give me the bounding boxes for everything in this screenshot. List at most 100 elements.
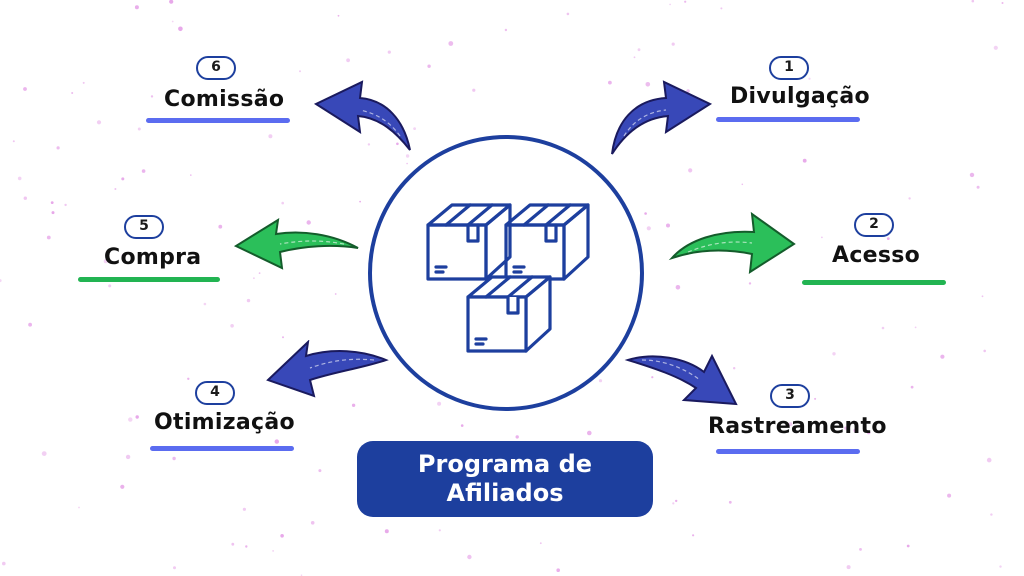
arrow-to-acesso bbox=[668, 211, 796, 274]
step-1-underline bbox=[716, 117, 860, 122]
speckle-dot bbox=[334, 293, 337, 295]
arrow-to-comissao bbox=[313, 80, 411, 151]
speckle-dot bbox=[173, 566, 176, 570]
arrow-to-divulgacao bbox=[611, 80, 713, 155]
speckle-dot bbox=[384, 529, 389, 534]
speckle-dot bbox=[187, 377, 190, 380]
speckle-dot bbox=[231, 542, 235, 546]
speckle-dot bbox=[983, 349, 986, 353]
speckle-dot bbox=[272, 550, 274, 552]
step-6-label: Comissão bbox=[164, 87, 285, 112]
speckle-dot bbox=[644, 212, 647, 215]
speckle-dot bbox=[886, 237, 890, 241]
speckle-dot bbox=[986, 457, 992, 463]
speckle-dot bbox=[646, 226, 651, 231]
speckle-dot bbox=[128, 417, 133, 422]
speckle-dot bbox=[51, 211, 55, 215]
speckle-dot bbox=[135, 415, 139, 419]
speckle-dot bbox=[808, 77, 811, 80]
speckle-dot bbox=[367, 143, 371, 146]
speckle-dot bbox=[172, 456, 176, 461]
speckle-dot bbox=[684, 0, 687, 3]
speckle-dot bbox=[438, 529, 441, 532]
speckle-dot bbox=[82, 81, 85, 84]
speckle-dot bbox=[23, 87, 27, 91]
speckle-dot bbox=[46, 235, 51, 240]
speckle-dot bbox=[346, 58, 350, 63]
speckle-dot bbox=[310, 521, 315, 525]
speckle-dot bbox=[171, 20, 174, 23]
speckle-dot bbox=[120, 484, 125, 489]
speckle-dot bbox=[688, 168, 693, 173]
speckle-dot bbox=[387, 50, 391, 54]
speckle-dot bbox=[666, 223, 670, 228]
speckle-dot bbox=[23, 196, 27, 200]
speckle-dot bbox=[282, 336, 284, 339]
speckle-dot bbox=[832, 352, 836, 356]
step-4-underline bbox=[150, 446, 294, 451]
speckle-dot bbox=[669, 3, 671, 6]
speckle-dot bbox=[108, 284, 112, 288]
speckle-dot bbox=[720, 7, 723, 10]
speckle-dot bbox=[359, 200, 361, 203]
step-5-label: Compra bbox=[104, 245, 202, 270]
speckle-dot bbox=[0, 279, 2, 283]
speckle-dot bbox=[844, 426, 848, 430]
speckle-dot bbox=[566, 12, 570, 16]
speckle-dot bbox=[728, 500, 732, 504]
speckle-dot bbox=[427, 64, 431, 68]
speckle-dot bbox=[41, 451, 47, 456]
speckle-dot bbox=[96, 120, 102, 125]
step-2-number-badge: 2 bbox=[854, 213, 894, 237]
speckle-dot bbox=[448, 41, 454, 46]
speckle-dot bbox=[460, 424, 464, 427]
program-title-line-2: Afiliados bbox=[446, 479, 564, 507]
speckle-dot bbox=[675, 499, 678, 503]
speckle-dot bbox=[633, 56, 636, 59]
speckle-dot bbox=[50, 201, 54, 205]
speckle-dot bbox=[169, 0, 174, 4]
speckle-dot bbox=[78, 506, 80, 509]
speckle-dot bbox=[242, 507, 246, 511]
step-3-underline bbox=[716, 449, 860, 454]
speckle-dot bbox=[337, 14, 340, 17]
program-title-pill: Programa de Afiliados bbox=[357, 441, 653, 517]
speckle-dot bbox=[672, 502, 675, 505]
speckle-dot bbox=[318, 469, 322, 473]
speckle-dot bbox=[981, 295, 984, 298]
speckle-dot bbox=[472, 88, 476, 92]
speckle-dot bbox=[969, 172, 975, 178]
speckle-dot bbox=[405, 154, 410, 158]
speckle-dot bbox=[121, 253, 126, 259]
step-6-number-badge: 6 bbox=[196, 56, 236, 80]
speckle-dot bbox=[853, 428, 858, 433]
speckle-dot bbox=[137, 127, 141, 131]
speckle-dot bbox=[990, 513, 993, 516]
speckle-dot bbox=[306, 220, 311, 225]
speckle-dot bbox=[686, 89, 690, 93]
stacked-boxes-icon bbox=[426, 203, 590, 353]
speckle-dot bbox=[258, 272, 261, 274]
speckle-dot bbox=[802, 158, 807, 163]
speckle-dot bbox=[692, 534, 695, 537]
step-2-underline bbox=[802, 280, 946, 285]
speckle-dot bbox=[587, 430, 592, 436]
step-3-label: Rastreamento bbox=[708, 414, 887, 439]
speckle-dot bbox=[437, 401, 442, 406]
speckle-dot bbox=[993, 45, 998, 50]
speckle-dot bbox=[881, 326, 885, 330]
speckle-dot bbox=[748, 282, 752, 285]
speckle-dot bbox=[103, 259, 108, 264]
speckle-dot bbox=[539, 542, 542, 545]
speckle-dot bbox=[733, 367, 736, 370]
speckle-dot bbox=[125, 454, 131, 460]
step-4-number-badge: 4 bbox=[195, 381, 235, 405]
speckle-dot bbox=[253, 277, 255, 280]
speckle-dot bbox=[413, 127, 416, 130]
arrow-to-rastreamento bbox=[624, 353, 738, 406]
speckle-dot bbox=[598, 379, 603, 383]
speckle-dot bbox=[741, 183, 744, 186]
speckle-dot bbox=[645, 82, 651, 87]
step-4-label: Otimização bbox=[154, 410, 295, 435]
program-title-line-1: Programa de bbox=[417, 450, 593, 478]
